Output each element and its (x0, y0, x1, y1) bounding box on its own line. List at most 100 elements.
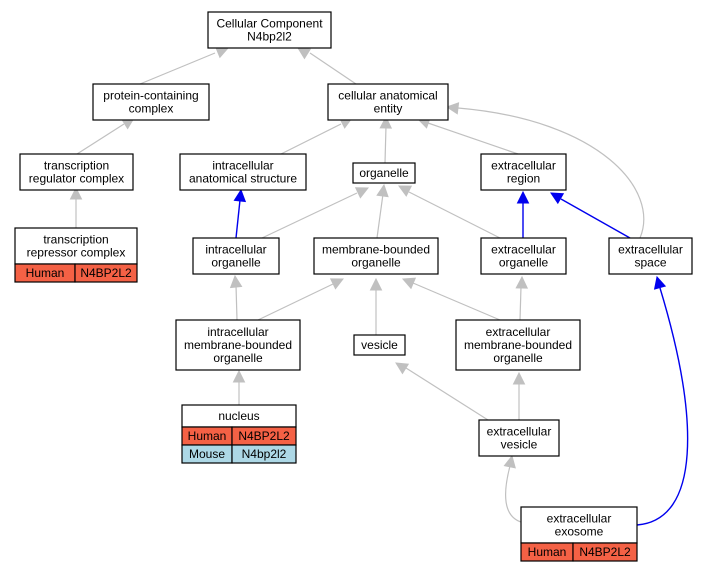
edge-arrowhead (550, 192, 565, 205)
node-label-line: organelle (211, 256, 261, 270)
edge-line (384, 125, 387, 164)
node-label-line: extracellular (547, 512, 612, 526)
gene-species-label: Mouse (189, 447, 225, 461)
gene-gene-label: N4BP2L2 (80, 266, 132, 280)
edge-arrowhead (445, 102, 460, 115)
edge-line (408, 191, 501, 239)
edge-line (257, 283, 334, 321)
edge-line (505, 465, 522, 523)
node-label-line: extracellular (491, 243, 556, 257)
node-label-line: membrane-bounded (464, 338, 572, 352)
node-box (19, 153, 134, 191)
node-box (192, 237, 280, 275)
node-label-line: intracellular (212, 159, 273, 173)
node-box (207, 11, 332, 49)
node-vesicle[interactable]: vesicle (353, 334, 406, 356)
node-label-line: entity (374, 102, 403, 116)
node-box (455, 319, 581, 371)
gene-gene-label: N4bp2l2 (242, 447, 287, 461)
node-box (313, 237, 439, 275)
node-label-line: protein-containing (103, 89, 198, 103)
node-box (478, 419, 560, 457)
node-label-line: vesicle (501, 438, 538, 452)
edge-line (139, 52, 216, 85)
node-label-line: intracellular (207, 325, 268, 339)
gene-gene-label: N4BP2L2 (579, 545, 631, 559)
node-label-line: organelle (351, 256, 401, 270)
edge-line (405, 367, 489, 421)
node-label-line: complex (129, 102, 174, 116)
node-box (327, 83, 449, 121)
edge-arrowhead (297, 47, 312, 60)
node-label-line: extracellular (487, 425, 552, 439)
edge-arrowhead (395, 362, 410, 375)
edge-arrowhead (214, 46, 230, 59)
edge-line (280, 123, 342, 155)
edge-arrowhead (232, 369, 246, 383)
node-box (480, 237, 567, 275)
node-label-line: membrane-bounded (184, 338, 292, 352)
gene-gene-label: N4BP2L2 (238, 429, 290, 443)
edge-line (76, 123, 125, 155)
edge-arrowhead (369, 277, 383, 291)
node-label-line: transcription (44, 159, 109, 173)
node-label-line: Cellular Component (216, 17, 323, 31)
edge-arrowhead (379, 115, 393, 129)
edge-line (235, 284, 238, 321)
gene-cell-gene (231, 444, 297, 464)
node-label-line: intracellular (205, 243, 266, 257)
gene-species-label: Human (188, 429, 227, 443)
edge-arrowhead (229, 274, 243, 289)
edge-arrowhead (653, 275, 667, 290)
edge-arrowhead (329, 278, 345, 290)
edge-arrowhead (516, 190, 530, 204)
node-label-line: organelle (499, 256, 549, 270)
node-label-line: repressor complex (27, 246, 126, 260)
node-label-line: N4bp2l2 (247, 30, 292, 44)
node-label-line: region (507, 172, 540, 186)
node-organelle[interactable]: organelle (352, 162, 416, 184)
node-label-line: nucleus (218, 409, 259, 423)
edge-arrowhead (503, 454, 516, 469)
node-box (608, 237, 693, 275)
node-label-line: membrane-bounded (322, 243, 430, 257)
node-label-line: regulator complex (29, 172, 124, 186)
node-box (179, 153, 307, 191)
edge-line (427, 122, 519, 155)
node-label-line: organelle (493, 351, 543, 365)
gene-species-label: Human (528, 545, 567, 559)
node-box (14, 227, 138, 265)
node-label-line: extracellular (486, 325, 551, 339)
node-label-line: extracellular (618, 243, 683, 257)
gene-species-label: Human (26, 266, 65, 280)
node-label-line: vesicle (361, 338, 398, 352)
edge-arrowhead (69, 186, 83, 200)
edge-line (560, 198, 631, 239)
edge-arrowhead (398, 185, 413, 197)
node-label-line: cellular anatomical (338, 89, 437, 103)
edge-arrowhead (376, 183, 389, 198)
node-label-line: transcription (43, 233, 108, 247)
edge-line (457, 107, 645, 239)
gene-cell-gene (74, 263, 138, 283)
node-label-line: space (634, 256, 666, 270)
edge-line (235, 199, 241, 239)
node-box (175, 319, 301, 371)
